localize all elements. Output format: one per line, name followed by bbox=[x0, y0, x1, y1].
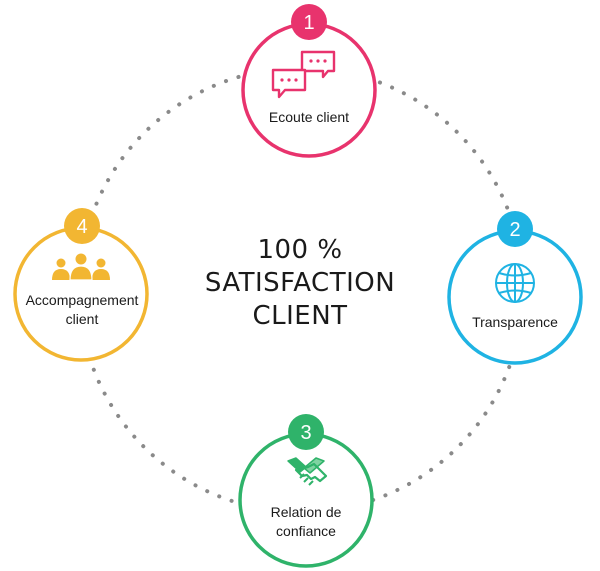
node-label-3-line-2: confiance bbox=[276, 523, 336, 539]
node-accompagnement-client: 4 bbox=[13, 208, 149, 362]
node-circle-3 bbox=[238, 432, 374, 568]
node-badge-1 bbox=[291, 4, 327, 40]
handshake-icon bbox=[287, 457, 328, 486]
node-label-1-line-1: Ecoute client bbox=[268, 109, 350, 125]
speech-bubbles-icon bbox=[271, 50, 336, 99]
node-label-3-line-1: Relation de bbox=[270, 504, 342, 520]
node-label-2-line-1: Transparence bbox=[472, 314, 558, 330]
globe-icon bbox=[495, 263, 535, 303]
node-label-4-line-2: client bbox=[65, 311, 99, 327]
node-number-4: 4 bbox=[76, 216, 87, 238]
node-label-2: Transparence bbox=[455, 313, 575, 332]
node-ecoute-client: 1 bbox=[241, 4, 377, 158]
node-transparence: 2 bbox=[447, 211, 583, 365]
node-label-4: Accompagnement client bbox=[16, 291, 148, 329]
node-label-3: Relation de confiance bbox=[246, 503, 366, 541]
node-label-4-line-1: Accompagnement bbox=[25, 292, 139, 308]
center-title: 100 % SATISFACTION CLIENT bbox=[180, 234, 420, 333]
node-circle-1 bbox=[241, 22, 377, 158]
node-badge-4 bbox=[64, 208, 100, 244]
node-label-1: Ecoute client bbox=[249, 108, 369, 127]
node-number-1: 1 bbox=[303, 12, 314, 34]
team-icon bbox=[52, 253, 110, 281]
node-relation-de-confiance: 3 bbox=[238, 414, 374, 568]
node-badge-3 bbox=[288, 414, 324, 450]
node-badge-2 bbox=[497, 211, 533, 247]
center-title-line-1: 100 % bbox=[257, 235, 343, 265]
center-title-line-3: CLIENT bbox=[252, 301, 348, 331]
node-number-2: 2 bbox=[509, 219, 520, 241]
center-title-line-2: SATISFACTION bbox=[204, 268, 396, 298]
node-number-3: 3 bbox=[300, 422, 311, 444]
